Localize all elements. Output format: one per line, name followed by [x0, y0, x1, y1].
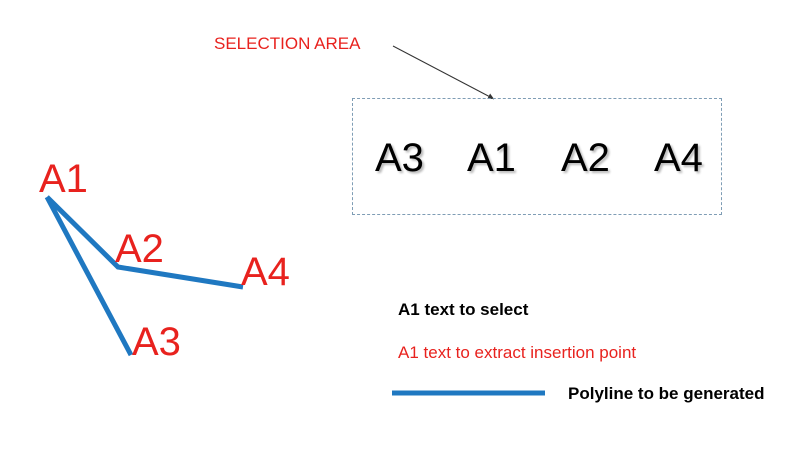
- point-label-a3: A3: [132, 320, 181, 364]
- selection-label-a1: A1: [467, 136, 516, 180]
- selection-label-a2: A2: [561, 136, 610, 180]
- polyline-branch: [44, 195, 134, 357]
- polyline-path: [45, 195, 244, 290]
- legend-select-text: A1 text to select: [398, 300, 529, 319]
- selection-area-box: [352, 98, 722, 215]
- point-label-a2: A2: [115, 227, 164, 271]
- selection-label-a4: A4: [654, 136, 703, 180]
- legend-polyline-text: Polyline to be generated: [568, 384, 765, 403]
- point-label-a1: A1: [39, 157, 88, 201]
- legend-insertion-text: A1 text to extract insertion point: [398, 343, 637, 362]
- selection-pointer-arrow: [392, 45, 495, 100]
- selection-label-a3: A3: [375, 136, 424, 180]
- selection-area-title: SELECTION AREA: [214, 34, 361, 53]
- point-label-a4: A4: [241, 250, 290, 294]
